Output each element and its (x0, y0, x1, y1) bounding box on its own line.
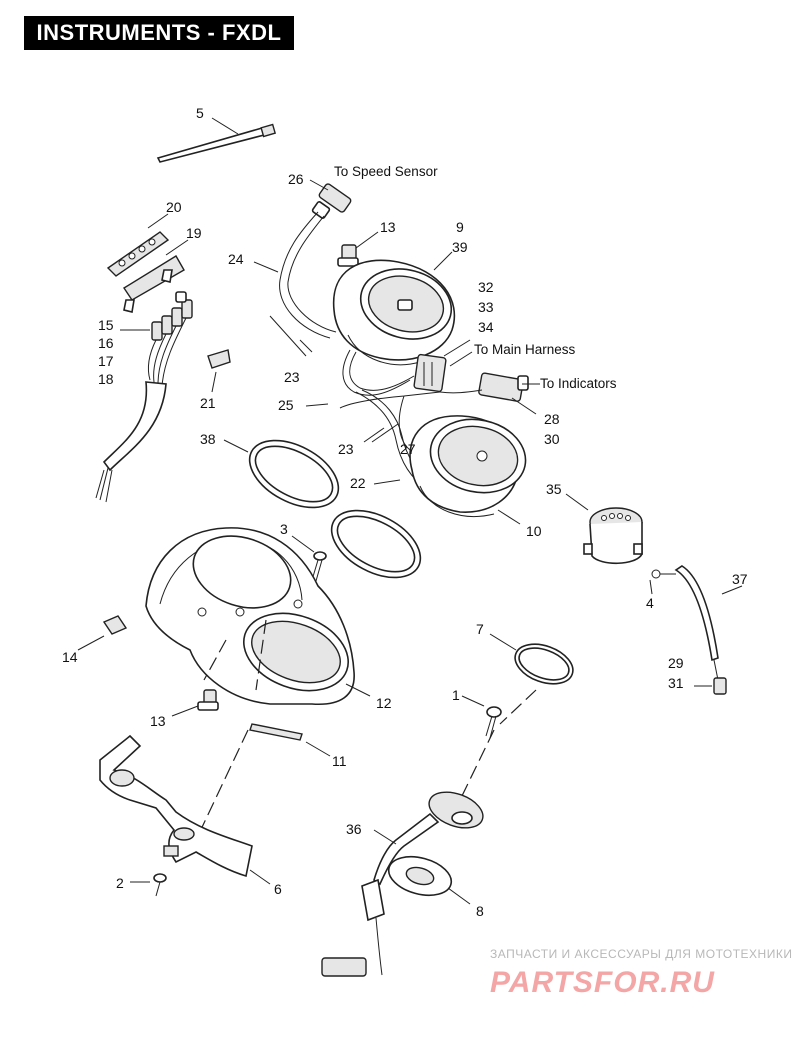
part-number: 1 (452, 687, 460, 703)
part-number: 29 (668, 655, 684, 671)
switch-body-part (123, 255, 185, 313)
speed-sensor-connector-part (311, 183, 352, 219)
part-number: 11 (332, 753, 347, 769)
part-number: 31 (668, 675, 684, 691)
part-number: 3 (280, 521, 288, 537)
part-number: 32 (478, 279, 494, 295)
page-title: INSTRUMENTS - FXDL (24, 16, 294, 50)
label-to-speed-sensor: To Speed Sensor (334, 164, 438, 179)
part-number: 27 (400, 441, 416, 457)
screw-2-part (153, 873, 167, 897)
switch-cap-part (106, 231, 170, 277)
part-number: 22 (350, 475, 366, 491)
part-number: 16 (98, 335, 114, 351)
part-number: 26 (288, 171, 304, 187)
part-number: 7 (476, 621, 484, 637)
lamp-socket-part (337, 244, 359, 267)
mounting-bracket-part (99, 734, 253, 878)
part-number: 17 (98, 353, 114, 369)
indicator-connector-part (439, 372, 529, 402)
screw-1-part (485, 706, 502, 739)
part-number: 28 (544, 411, 560, 427)
part-number: 23 (284, 369, 300, 385)
part-number: 38 (200, 431, 216, 447)
part-number: 34 (478, 319, 494, 335)
part-number: 6 (274, 881, 282, 897)
part-number: 5 (196, 105, 204, 121)
part-number: 23 (338, 441, 354, 457)
watermark-brand: PARTSFOR.RU (490, 966, 715, 999)
bulb-connectors-part (95, 291, 193, 503)
indicator-lamp-housing-part (583, 507, 643, 565)
cable-tie-part (156, 123, 277, 163)
part-number: 33 (478, 299, 494, 315)
watermark-tagline: ЗАПЧАСТИ И АКСЕССУАРЫ ДЛЯ МОТОТЕХНИКИ (490, 947, 792, 961)
part-number: 15 (98, 317, 114, 333)
gasket-ring-upper (330, 509, 422, 579)
lens-part (207, 349, 231, 369)
mount-bracket-36-part (321, 791, 484, 977)
part-number: 21 (200, 395, 216, 411)
part-number: 13 (380, 219, 396, 235)
part-number: 24 (228, 251, 244, 267)
dash-bezel-part (145, 527, 355, 706)
part-number: 19 (186, 225, 202, 241)
ring-mount-8-part (387, 855, 453, 897)
grommet-part (102, 615, 128, 635)
main-harness-connector-part (413, 353, 447, 393)
label-to-indicators: To Indicators (540, 376, 617, 391)
part-number: 2 (116, 875, 124, 891)
label-to-main-harness: To Main Harness (474, 342, 576, 357)
trim-strip-part (249, 723, 303, 741)
part-number: 39 (452, 239, 468, 255)
part-number: 13 (150, 713, 166, 729)
part-number: 12 (376, 695, 392, 711)
part-number: 9 (456, 219, 464, 235)
part-number: 18 (98, 371, 114, 387)
part-number: 37 (732, 571, 748, 587)
gasket-7-part (514, 643, 574, 685)
part-number: 30 (544, 431, 560, 447)
lamp-socket-lower-part (197, 689, 219, 711)
gasket-ring-38 (248, 439, 340, 509)
part-number: 20 (166, 199, 182, 215)
ground-wire-part (651, 565, 727, 695)
part-number: 14 (62, 649, 78, 665)
part-number: 35 (546, 481, 562, 497)
part-number: 10 (526, 523, 542, 539)
part-number: 8 (476, 903, 484, 919)
part-number: 36 (346, 821, 362, 837)
tachometer-gauge-part (409, 415, 527, 517)
part-number: 25 (278, 397, 294, 413)
speedometer-gauge-part (332, 259, 456, 366)
part-number: 4 (646, 595, 654, 611)
